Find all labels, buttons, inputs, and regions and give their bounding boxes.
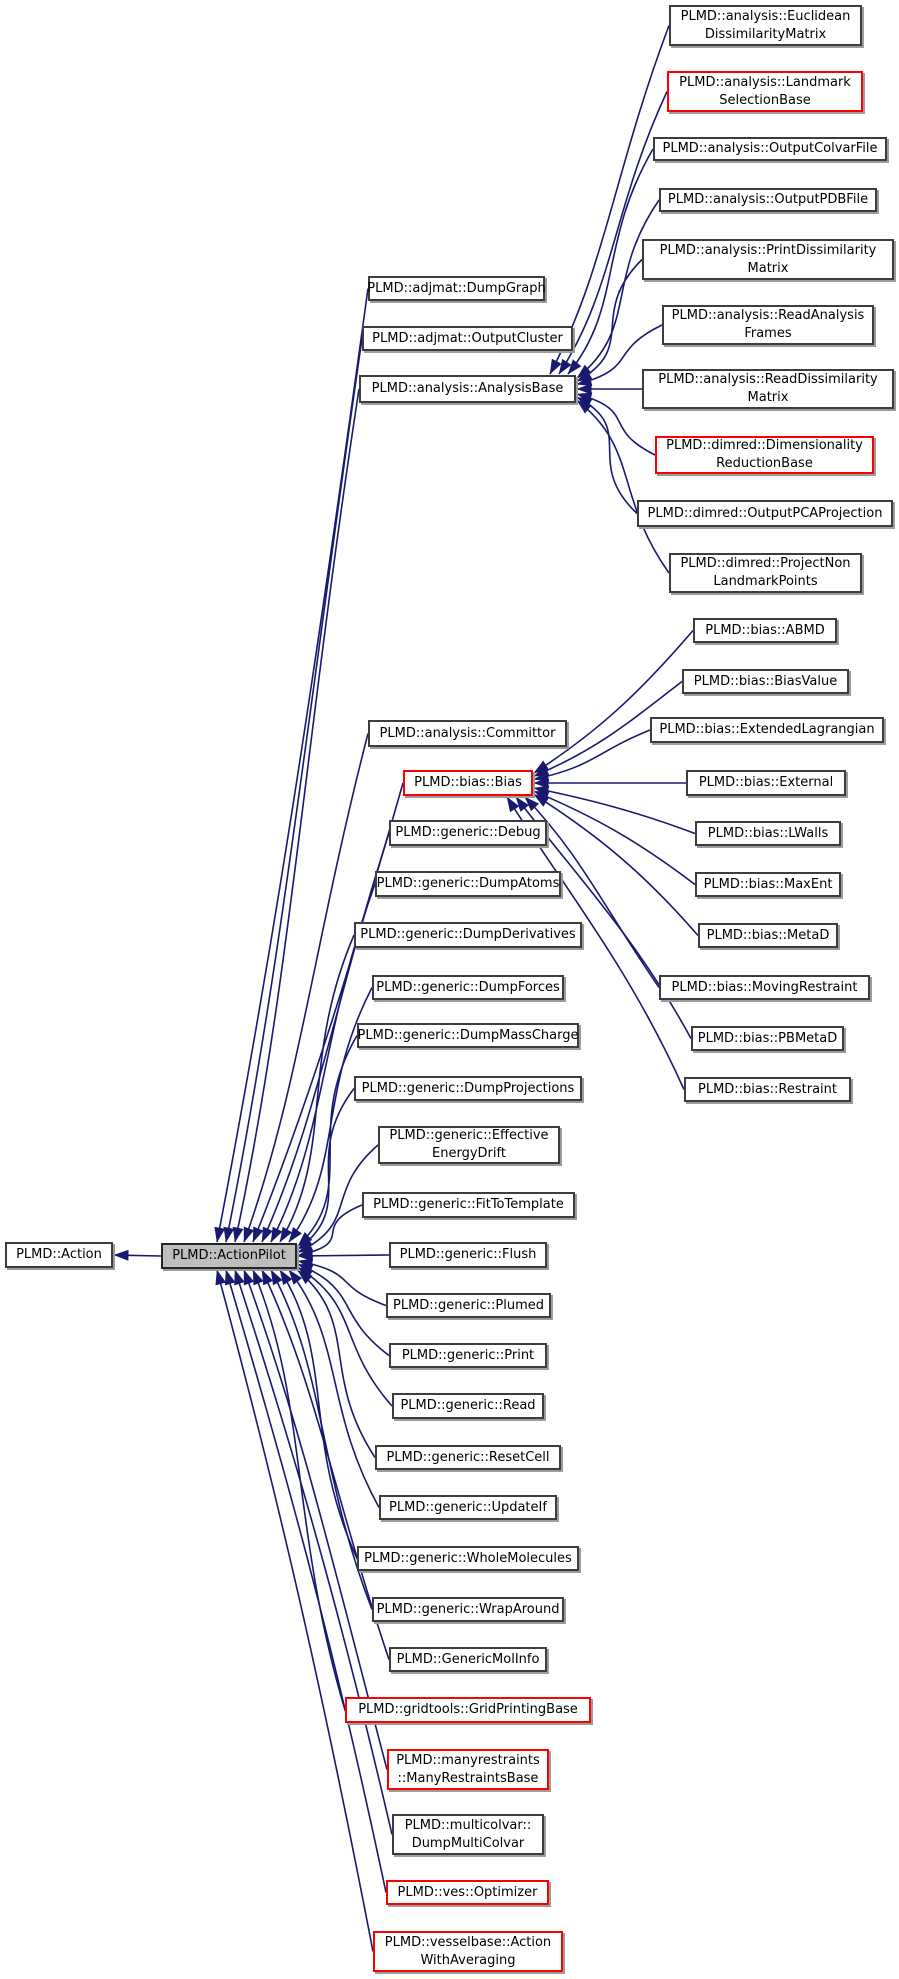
class-node-AnalysisBase[interactable]: PLMD::analysis::AnalysisBase xyxy=(359,375,576,403)
inheritance-edge xyxy=(297,1250,390,1262)
class-node-Bias[interactable]: PLMD::bias::Bias xyxy=(403,770,533,796)
class-node-EffectiveEnergyDrift[interactable]: PLMD::generic::Effective EnergyDrift xyxy=(378,1126,560,1164)
inheritance-edge xyxy=(576,399,670,574)
class-node-WholeMolecules[interactable]: PLMD::generic::WholeMolecules xyxy=(357,1546,579,1571)
class-node-UpdateIf[interactable]: PLMD::generic::UpdateIf xyxy=(379,1495,557,1520)
class-node-ManyRestraintsBase[interactable]: PLMD::manyrestraints ::ManyRestraintsBas… xyxy=(387,1749,549,1790)
class-node-LandmarkSelectionBase[interactable]: PLMD::analysis::Landmark SelectionBase xyxy=(667,71,863,112)
inheritance-edge xyxy=(113,1249,162,1261)
class-node-ActionWithAveraging[interactable]: PLMD::vesselbase::Action WithAveraging xyxy=(373,1931,563,1972)
inheritance-edge xyxy=(297,1269,376,1458)
class-node-DumpMultiColvar[interactable]: PLMD::multicolvar:: DumpMultiColvar xyxy=(392,1814,544,1855)
inheritance-edge xyxy=(533,790,696,886)
class-node-BiasValue[interactable]: PLMD::bias::BiasValue xyxy=(682,669,849,694)
inheritance-edge xyxy=(533,793,699,937)
inheritance-edge xyxy=(279,1269,358,1559)
class-node-DumpDerivatives[interactable]: PLMD::generic::DumpDerivatives xyxy=(354,922,582,948)
class-node-DumpGraph[interactable]: PLMD::adjmat::DumpGraph xyxy=(367,276,546,301)
class-node-GenericMolInfo[interactable]: PLMD::GenericMolInfo xyxy=(389,1647,547,1672)
class-node-WrapAround[interactable]: PLMD::generic::WrapAround xyxy=(372,1597,564,1622)
class-node-ExtendedLagrangian[interactable]: PLMD::bias::ExtendedLagrangian xyxy=(650,717,884,743)
inheritance-edge xyxy=(297,1088,355,1250)
inheritance-edge xyxy=(576,199,660,379)
inheritance-edge xyxy=(533,729,651,782)
class-node-OutputPCAProjection[interactable]: PLMD::dimred::OutputPCAProjection xyxy=(637,500,893,527)
class-node-MetaD[interactable]: PLMD::bias::MetaD xyxy=(698,923,838,948)
class-node-DumpForces[interactable]: PLMD::generic::DumpForces xyxy=(372,975,564,1000)
inheritance-edge xyxy=(288,1269,380,1508)
class-node-DumpAtoms[interactable]: PLMD::generic::DumpAtoms xyxy=(375,871,561,897)
inheritance-edge xyxy=(549,25,670,375)
class-node-Optimizer[interactable]: PLMD::ves::Optimizer xyxy=(386,1880,549,1905)
inheritance-edge xyxy=(270,1269,373,1610)
class-node-Plumed[interactable]: PLMD::generic::Plumed xyxy=(386,1293,551,1318)
class-node-GridPrintingBase[interactable]: PLMD::gridtools::GridPrintingBase xyxy=(345,1697,591,1723)
class-node-OutputPDBFile[interactable]: PLMD::analysis::OutputPDBFile xyxy=(659,188,877,212)
inheritance-edge xyxy=(297,1035,358,1247)
class-node-DimensionalityReductionBase[interactable]: PLMD::dimred::Dimensionality ReductionBa… xyxy=(655,436,874,474)
class-node-MaxEnt[interactable]: PLMD::bias::MaxEnt xyxy=(695,872,841,897)
inheritance-edge xyxy=(297,1258,387,1307)
class-node-ActionPilot[interactable]: PLMD::ActionPilot xyxy=(161,1243,297,1269)
inheritance-edge xyxy=(567,148,654,375)
inheritance-edge xyxy=(524,796,660,988)
class-node-Print[interactable]: PLMD::generic::Print xyxy=(389,1343,547,1368)
inheritance-edge xyxy=(243,1269,388,1770)
inheritance-edge xyxy=(234,1269,393,1835)
inheritance-edge xyxy=(576,324,663,386)
class-node-ReadAnalysisFrames[interactable]: PLMD::analysis::ReadAnalysis Frames xyxy=(662,305,874,345)
class-node-DumpProjections[interactable]: PLMD::generic::DumpProjections xyxy=(354,1076,582,1101)
inheritance-edge xyxy=(576,258,643,382)
class-node-ResetCell[interactable]: PLMD::generic::ResetCell xyxy=(375,1445,561,1470)
inheritance-edge xyxy=(252,1269,346,1711)
inheritance-edge xyxy=(224,1269,387,1893)
inheritance-edge xyxy=(533,785,696,835)
class-node-PBMetaD[interactable]: PLMD::bias::PBMetaD xyxy=(691,1026,844,1051)
class-node-External[interactable]: PLMD::bias::External xyxy=(686,770,846,796)
inheritance-edge xyxy=(533,629,694,774)
class-node-ABMD[interactable]: PLMD::bias::ABMD xyxy=(693,618,837,643)
inheritance-edge xyxy=(576,396,638,515)
class-node-OutputColvarFile[interactable]: PLMD::analysis::OutputColvarFile xyxy=(653,137,887,161)
class-node-FitToTemplate[interactable]: PLMD::generic::FitToTemplate xyxy=(362,1192,575,1218)
inheritance-edge xyxy=(533,680,683,777)
class-node-ProjectNonLandmarkPoints[interactable]: PLMD::dimred::ProjectNon LandmarkPoints xyxy=(669,553,862,593)
class-node-LWalls[interactable]: PLMD::bias::LWalls xyxy=(695,821,841,846)
inheritance-edge xyxy=(297,1204,363,1258)
inheritance-edge xyxy=(215,1269,374,1952)
class-node-PrintDissimilarityMatrix[interactable]: PLMD::analysis::PrintDissimilarity Matri… xyxy=(642,239,894,280)
class-node-Committor[interactable]: PLMD::analysis::Committor xyxy=(368,720,567,747)
class-node-ReadDissimilarityMatrix[interactable]: PLMD::analysis::ReadDissimilarity Matrix xyxy=(642,369,894,409)
class-node-Flush[interactable]: PLMD::generic::Flush xyxy=(389,1242,547,1268)
class-node-Read[interactable]: PLMD::generic::Read xyxy=(392,1393,544,1419)
inheritance-edge xyxy=(261,1269,390,1660)
inheritance-edge xyxy=(297,1263,390,1357)
class-node-Action[interactable]: PLMD::Action xyxy=(5,1242,113,1268)
class-node-EuclideanDissimilarityMatrix[interactable]: PLMD::analysis::Euclidean DissimilarityM… xyxy=(669,5,862,46)
inheritance-edge xyxy=(279,934,355,1243)
inheritance-edge xyxy=(576,392,656,456)
inheritance-edge xyxy=(214,288,369,1243)
inheritance-edge xyxy=(232,388,360,1243)
inheritance-edge xyxy=(558,91,668,375)
class-node-Debug[interactable]: PLMD::generic::Debug xyxy=(389,820,547,846)
inheritance-edge xyxy=(243,733,369,1243)
class-node-DumpMassCharge[interactable]: PLMD::generic::DumpMassCharge xyxy=(357,1023,579,1048)
class-node-OutputCluster[interactable]: PLMD::adjmat::OutputCluster xyxy=(362,326,573,351)
class-node-MovingRestraint[interactable]: PLMD::bias::MovingRestraint xyxy=(659,975,870,1000)
inheritance-edge xyxy=(297,1266,393,1407)
inheritance-edge xyxy=(297,1144,379,1254)
inheritance-edge xyxy=(223,338,363,1243)
class-node-Restraint[interactable]: PLMD::bias::Restraint xyxy=(684,1077,851,1102)
